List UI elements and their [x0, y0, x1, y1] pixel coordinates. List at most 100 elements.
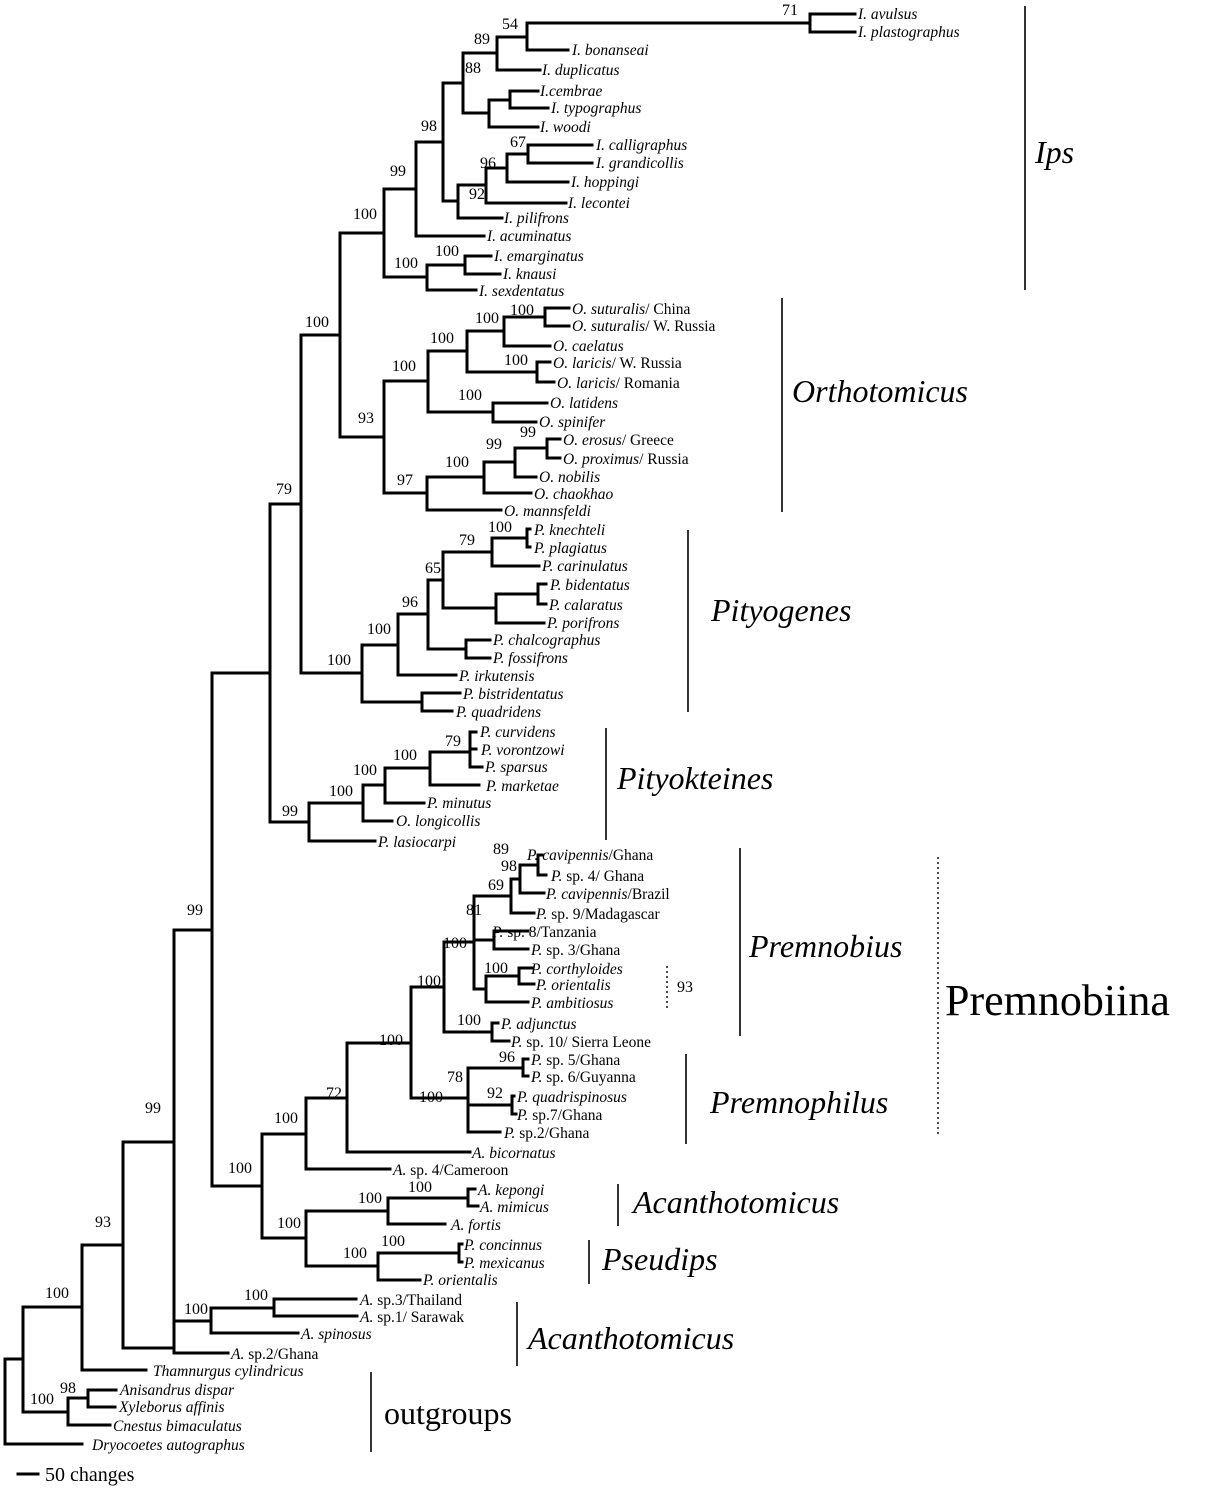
support-value: 100	[393, 747, 417, 764]
support-value: 100	[45, 1285, 69, 1302]
taxon-label: I. woodi	[539, 119, 591, 136]
clade-label-outgroups: outgroups	[384, 1395, 512, 1431]
support-value: 100	[504, 352, 528, 369]
taxon-label: A. mimicus	[479, 1199, 549, 1216]
taxon-label: A. sp.1/ Sarawak	[359, 1309, 464, 1326]
taxon-label: A. bicornatus	[471, 1145, 556, 1162]
support-value: 100	[30, 1391, 54, 1408]
taxon-label: P. quadridens	[455, 704, 541, 721]
scale-label: 50 changes	[45, 1464, 135, 1486]
support-value: 100	[475, 310, 499, 327]
taxon-label: P. sp. 9/Madagascar	[535, 906, 661, 923]
clade-label-orthotomicus: Orthotomicus	[792, 373, 968, 409]
taxon-label: I. hoppingi	[570, 174, 639, 191]
taxon-label: I. emarginatus	[493, 248, 584, 265]
taxon-label: A. spinosus	[300, 1326, 372, 1343]
support-value: 100	[510, 302, 534, 319]
taxon-label: P. knechteli	[533, 522, 605, 539]
support-value: 100	[458, 387, 482, 404]
taxon-label: P. concinnus	[463, 1237, 542, 1254]
support-value: 99	[282, 803, 298, 820]
taxon-label: I. avulsus	[857, 6, 917, 23]
taxon-label: O. chaokhao	[534, 486, 613, 503]
support-value: 100	[435, 243, 459, 260]
taxon-label: I. acuminatus	[486, 228, 571, 245]
taxon-label: P. chalcographus	[492, 632, 600, 649]
taxon-label: O. suturalis/ W. Russia	[572, 318, 716, 335]
taxon-label: P. bistridentatus	[462, 686, 563, 703]
taxon-label: P. vorontzowi	[480, 742, 565, 759]
taxon-label: A. sp.2/Ghana	[230, 1346, 319, 1363]
taxon-label: O. caelatus	[553, 338, 624, 355]
support-value: 100	[343, 1245, 367, 1262]
taxon-label: P. sp. 3/Ghana	[530, 942, 620, 959]
support-value: 100	[408, 1179, 432, 1196]
taxon-label: P. orientalis	[422, 1272, 498, 1289]
taxon-label: O. proximus/ Russia	[563, 451, 689, 468]
taxon-label: I. lecontei	[567, 195, 630, 212]
taxon-label: P. quadrispinosus	[516, 1089, 627, 1106]
taxon-label: O. longicollis	[396, 813, 480, 830]
taxon-label: P. sp. 8/Tanzania	[491, 924, 597, 941]
taxon-label: P. sp. 4/ Ghana	[550, 868, 644, 885]
clade-labels: Ips Orthotomicus Pityogenes Pityokteines…	[384, 134, 1170, 1431]
support-value: 99	[145, 1100, 161, 1117]
taxon-label: Cnestus bimaculatus	[113, 1418, 242, 1435]
support-value: 71	[782, 2, 798, 19]
taxon-label: P. corthyloides	[530, 961, 623, 978]
support-value: 99	[520, 424, 536, 441]
taxon-label: Dryocoetes autographus	[91, 1437, 245, 1454]
taxon-label: P. bidentatus	[549, 577, 630, 594]
taxon-label: P. adjunctus	[500, 1016, 577, 1033]
taxon-label: O. laricis/ W. Russia	[553, 355, 682, 372]
clade-label-pseudips: Pseudips	[601, 1241, 718, 1277]
taxon-label: P. curvidens	[479, 724, 555, 741]
support-value: 100	[367, 621, 391, 638]
support-value: 100	[488, 519, 512, 536]
clade-label-premnobiina: Premnobiina	[945, 976, 1170, 1025]
taxon-label: Anisandrus dispar	[119, 1382, 235, 1399]
clade-label-premnophilus: Premnophilus	[709, 1084, 888, 1120]
taxon-label: O. mannsfeldi	[504, 503, 591, 520]
clade-label-premnobius: Premnobius	[748, 928, 902, 964]
taxon-label: I. calligraphus	[595, 137, 687, 154]
support-value: 100	[244, 1287, 268, 1304]
support-value: 100	[184, 1301, 208, 1318]
taxon-label: O. laricis/ Romania	[557, 375, 680, 392]
support-value: 100	[327, 652, 351, 669]
support-value: 69	[488, 877, 504, 894]
support-value: 100	[277, 1215, 301, 1232]
clade-label-acanthotomicus-1: Acanthotomicus	[631, 1184, 839, 1220]
taxon-label: P. sp. 5/Ghana	[530, 1052, 620, 1069]
support-value: 72	[326, 1085, 342, 1102]
support-value: 99	[390, 163, 406, 180]
support-value: 100	[417, 973, 441, 990]
taxon-label: P. lasiocarpi	[377, 834, 456, 851]
taxon-label: P. minutus	[426, 795, 491, 812]
support-value: 100	[394, 255, 418, 272]
support-value: 100	[274, 1110, 298, 1127]
taxon-label: I. grandicollis	[595, 155, 684, 172]
support-value: 100	[353, 206, 377, 223]
taxon-label: O. erosus/ Greece	[563, 432, 674, 449]
support-value: 100	[445, 454, 469, 471]
support-value: 97	[397, 472, 413, 489]
support-value: 100	[392, 358, 416, 375]
taxon-label: I. plastographus	[857, 24, 960, 41]
clade-label-acanthotomicus-2: Acanthotomicus	[526, 1320, 734, 1356]
taxon-label: P. fossifrons	[492, 650, 568, 667]
taxon-label: P. calaratus	[548, 597, 623, 614]
taxon-label: P. irkutensis	[458, 668, 535, 685]
support-value: 98	[501, 858, 517, 875]
support-value: 89	[474, 31, 490, 48]
taxon-label: P. mexicanus	[463, 1255, 545, 1272]
taxon-label: I. typographus	[550, 100, 641, 117]
taxon-label: O. spinifer	[539, 414, 606, 431]
support-value: 99	[187, 902, 203, 919]
clade-label-pityogenes: Pityogenes	[710, 592, 851, 628]
tree-branches	[3, 12, 857, 1476]
support-value: 100	[443, 935, 467, 952]
support-value: 100	[419, 1089, 443, 1106]
taxon-label: P. sparsus	[484, 759, 548, 776]
taxon-label: I.cembrae	[539, 83, 603, 100]
